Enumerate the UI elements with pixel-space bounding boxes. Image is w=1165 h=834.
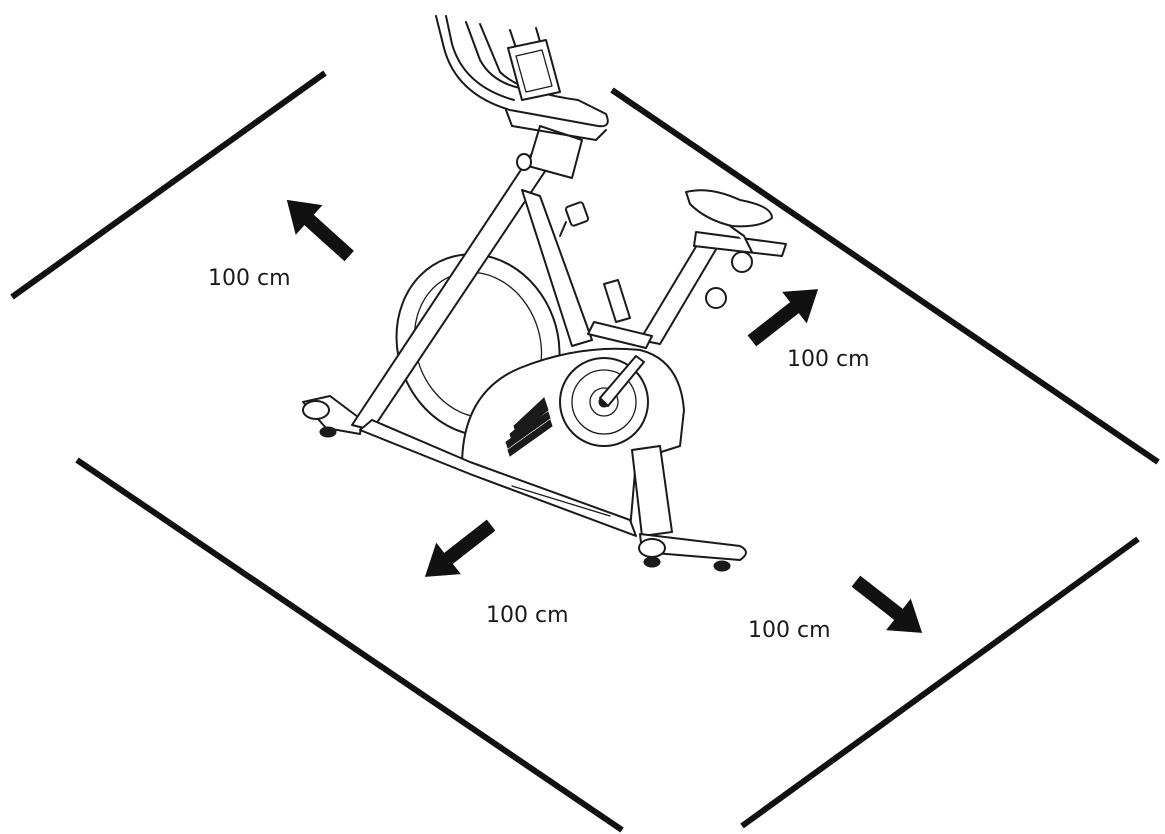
direction-arrows	[286, 199, 923, 633]
label-top-left: 100 cm	[208, 266, 291, 291]
boundary-top-left	[10, 70, 327, 300]
label-bottom-right: 100 cm	[748, 618, 831, 643]
label-bottom-left: 100 cm	[486, 603, 569, 628]
clearance-boundaries	[10, 70, 1160, 833]
distance-labels: 100 cm 100 cm 100 cm 100 cm	[208, 266, 870, 643]
boundary-bottom-right	[740, 536, 1140, 829]
boundary-bottom-left	[75, 457, 624, 833]
arrow-icon-bottom-right	[851, 575, 923, 633]
boundary-top-right	[610, 87, 1160, 465]
exercise-bike-icon	[302, 15, 787, 572]
arrow-icon-top-left	[286, 199, 354, 262]
arrow-icon-bottom-left	[424, 519, 496, 577]
arrow-icon-top-right	[747, 289, 819, 347]
label-top-right: 100 cm	[787, 347, 870, 372]
